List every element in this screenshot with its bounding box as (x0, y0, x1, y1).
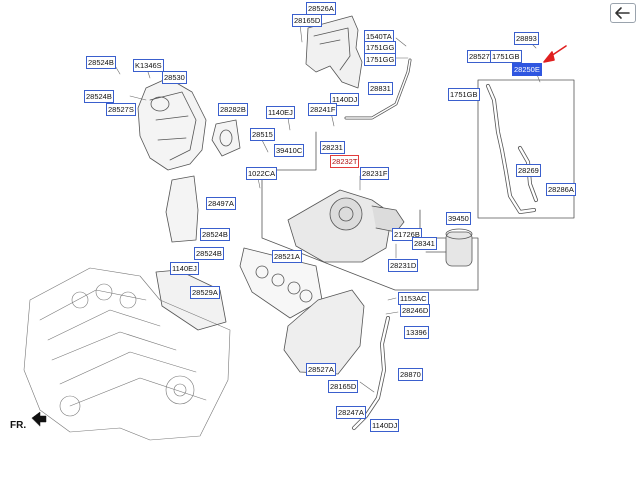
front-orientation-label: FR. (10, 420, 27, 431)
part-label-1751GB[interactable]: 1751GB (448, 88, 480, 101)
part-label-28232T[interactable]: 28232T (330, 155, 360, 168)
part-label-39410C[interactable]: 39410C (274, 144, 305, 157)
part-label-28870[interactable]: 28870 (398, 368, 423, 381)
engine-block (23, 267, 231, 441)
part-label-28521A[interactable]: 28521A (272, 250, 302, 263)
part-label-28247A[interactable]: 28247A (336, 406, 366, 419)
part-label-28231[interactable]: 28231 (320, 141, 345, 154)
assembly-boundary (261, 131, 479, 291)
actuator-39450 (425, 228, 473, 267)
part-label-28527A[interactable]: 28527A (306, 363, 336, 376)
part-label-28527S[interactable]: 28527S (106, 103, 136, 116)
part-label-28231D[interactable]: 28231D (388, 259, 419, 272)
part-label-1140DJ[interactable]: 1140DJ (330, 93, 360, 106)
part-label-28246D[interactable]: 28246D (400, 304, 431, 317)
part-label-1751GB[interactable]: 1751GB (490, 50, 522, 63)
part-label-28250E[interactable]: 28250E (512, 63, 542, 76)
part-label-28524B[interactable]: 28524B (200, 228, 230, 241)
part-label-28524B[interactable]: 28524B (84, 90, 114, 103)
part-label-28282B[interactable]: 28282B (218, 103, 248, 116)
part-label-28515[interactable]: 28515 (250, 128, 275, 141)
lower-heat-shield (155, 269, 227, 331)
back-button[interactable] (610, 3, 636, 23)
part-label-28831[interactable]: 28831 (368, 82, 393, 95)
pipe-assembly-boundary (477, 79, 575, 219)
part-label-28497A[interactable]: 28497A (206, 197, 236, 210)
part-label-1140EJ[interactable]: 1140EJ (266, 106, 295, 119)
turbo-heat-shield (283, 289, 365, 375)
part-label-28165D[interactable]: 28165D (292, 14, 323, 27)
part-label-1022CA[interactable]: 1022CA (246, 167, 278, 180)
part-label-28341[interactable]: 28341 (412, 237, 437, 250)
part-label-28241F[interactable]: 28241F (308, 103, 338, 116)
part-label-28269[interactable]: 28269 (516, 164, 541, 177)
part-label-28529A[interactable]: 28529A (190, 286, 220, 299)
part-label-1751GG[interactable]: 1751GG (364, 53, 397, 66)
part-label-K1346S[interactable]: K1346S (133, 59, 164, 72)
bracket-28497A (165, 175, 199, 243)
upper-heat-shield (305, 15, 363, 89)
bracket-28282B (211, 119, 241, 157)
part-label-28893[interactable]: 28893 (514, 32, 539, 45)
part-label-28231F[interactable]: 28231F (360, 167, 390, 180)
part-label-28165D[interactable]: 28165D (328, 380, 359, 393)
part-label-39450[interactable]: 39450 (446, 212, 471, 225)
part-label-28524B[interactable]: 28524B (194, 247, 224, 260)
part-label-28286A[interactable]: 28286A (546, 183, 576, 196)
part-label-1140DJ[interactable]: 1140DJ (370, 419, 400, 432)
part-label-1140EJ[interactable]: 1140EJ (170, 262, 199, 275)
arrow-left-icon (615, 7, 630, 19)
part-label-28530[interactable]: 28530 (162, 71, 187, 84)
front-direction-arrow (31, 411, 47, 427)
turbocharger (287, 189, 405, 263)
part-label-13396[interactable]: 13396 (404, 326, 429, 339)
red-indicator-arrow (543, 45, 567, 63)
part-label-28527[interactable]: 28527 (467, 50, 492, 63)
part-label-28524B[interactable]: 28524B (86, 56, 116, 69)
manifold-heat-shield-left (137, 77, 207, 171)
